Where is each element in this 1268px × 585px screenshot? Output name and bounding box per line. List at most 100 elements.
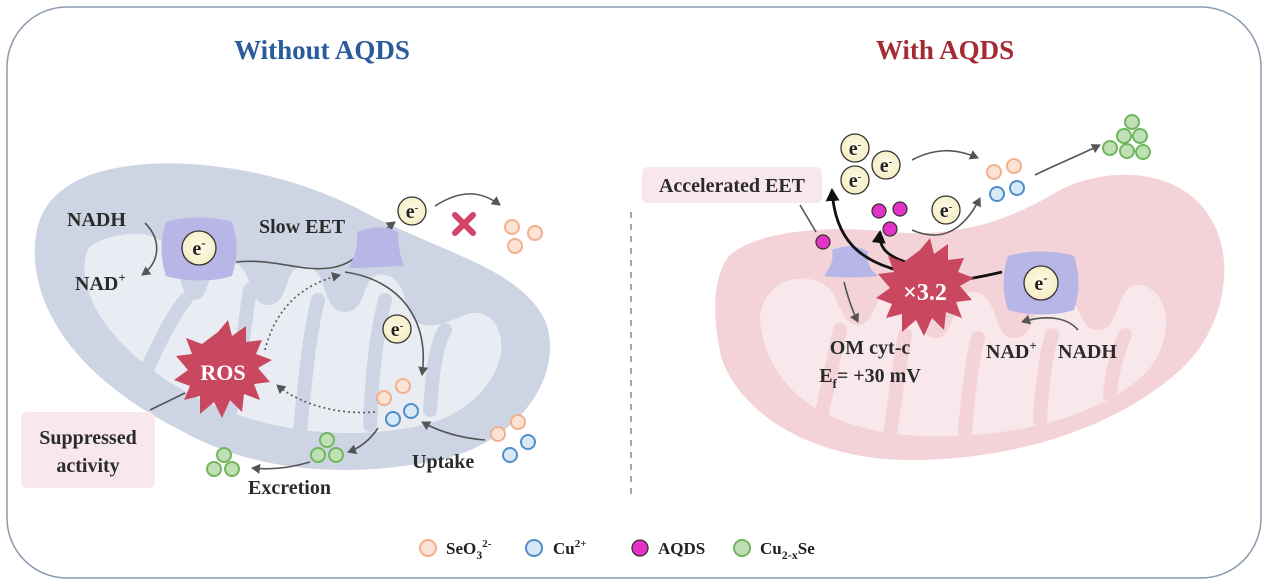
cu2x-se-particle [1135, 144, 1151, 160]
left-panel-title: Without AQDS [234, 35, 410, 65]
electron-icon [931, 195, 961, 225]
right-protein-complex: e- [1003, 251, 1079, 315]
accelerated-eet-label: Accelerated EET [659, 175, 806, 197]
aqds-molecule [815, 234, 831, 250]
acceleration-factor-icon: ×3.2 [876, 238, 974, 336]
cu2x-se-particle [319, 432, 335, 448]
inner-arrow-down [344, 271, 429, 376]
right-arrow-top [911, 149, 979, 161]
ros-label: ROS [200, 360, 245, 385]
seo3-ion [510, 414, 526, 430]
right-cristae [813, 323, 1132, 442]
bold-arrow-up [825, 188, 906, 274]
accelerated-pointer [799, 204, 817, 233]
cu2x-se-particle [1132, 128, 1148, 144]
right-protein-electron-label: e- [1034, 270, 1047, 295]
legend-cu-label: Cu2+ [553, 538, 587, 558]
cu2x-se-particle [1102, 140, 1118, 156]
ros-dotted-up [264, 272, 341, 351]
cu2x-se-particle [310, 447, 326, 463]
slow-eet-label: Slow EET [259, 216, 346, 238]
cu-ion [385, 411, 401, 427]
ef-label: Ef= +30 mV [819, 365, 921, 391]
om-cyt-pointer [843, 281, 859, 323]
left-inner-electron-label: e- [391, 319, 404, 341]
seo3-ion [504, 219, 520, 235]
uptake-label: Uptake [412, 451, 474, 473]
cu-ion [502, 447, 518, 463]
ros-dotted-in [276, 384, 376, 414]
cu2x-se-particle [206, 461, 222, 477]
legend: SeO32- Cu2+ AQDS Cu2-xSe [419, 538, 815, 562]
seo3-ion [395, 378, 411, 394]
electron-icon [181, 230, 217, 266]
right-electron-label-2: e- [880, 155, 893, 177]
cu2x-se-particle [224, 461, 240, 477]
cu2x-se-particle [1119, 143, 1135, 159]
cu2x-se-particle [1116, 128, 1132, 144]
cu-ion [1009, 180, 1025, 196]
cu2x-se-particle [1124, 114, 1140, 130]
factor-splat [876, 238, 974, 336]
right-nadh-arrow [1021, 314, 1079, 331]
right-electron-label-3: e- [849, 170, 862, 192]
seo3-ion [376, 390, 392, 406]
excretion-label: Excretion [248, 477, 331, 499]
uptake-arrow [421, 421, 486, 441]
right-electron-label-4: e- [940, 200, 953, 222]
right-panel-title: With AQDS [876, 35, 1014, 65]
cu-ion [989, 186, 1005, 202]
seo3-ion [527, 225, 543, 241]
left-outside-electron-label: e- [406, 201, 419, 223]
right-nadh-label: NADH [1058, 341, 1117, 363]
suppressed-activity-box [21, 412, 155, 488]
accelerated-eet-box [642, 167, 822, 203]
cu2x-se-particle [216, 447, 232, 463]
left-nadh-arrow [141, 222, 158, 276]
left-nadh-label: NADH [67, 209, 126, 231]
aqds-molecule [892, 201, 908, 217]
right-nad-plus-label: NAD+ [986, 338, 1037, 363]
cu-ion [520, 434, 536, 450]
seo3-ion [507, 238, 523, 254]
om-cyt-label: OM cyt-c [830, 337, 911, 359]
factor-label: ×3.2 [903, 280, 947, 306]
left-top-arrow [434, 193, 501, 207]
legend-cu2x-label: Cu2-xSe [760, 539, 815, 562]
left-protein-electron-label: e- [192, 235, 205, 260]
excretion-arrow [251, 461, 311, 474]
aqds-molecule [871, 203, 887, 219]
electron-icon [382, 314, 412, 344]
right-arrow-mid [911, 197, 981, 236]
legend-aqds-label: AQDS [658, 539, 705, 558]
aqds-molecule [882, 221, 898, 237]
ros-splat [174, 320, 272, 418]
legend-cu-swatch [525, 539, 543, 557]
right-outer-protein [824, 246, 878, 278]
suppressed-line1: Suppressed [39, 427, 136, 449]
right-mitochondrion [715, 174, 1225, 461]
right-electron-label-1: e- [849, 138, 862, 160]
right-arrow-product [1034, 144, 1101, 176]
suppressed-line2: activity [56, 455, 119, 477]
legend-aqds-swatch [631, 539, 649, 557]
ros-icon: ROS [174, 320, 272, 418]
seo3-ion [490, 426, 506, 442]
right-mito-inner [760, 278, 1167, 437]
cu-ion [403, 403, 419, 419]
legend-seo3-label: SeO32- [446, 538, 492, 562]
legend-seo3-swatch [419, 539, 437, 557]
left-outer-protein [348, 227, 404, 268]
excretion-arrow-out [347, 427, 379, 455]
ros-pointer-line [149, 392, 186, 411]
left-protein-complex: e- [161, 217, 237, 281]
seo3-ion [1006, 158, 1022, 174]
electron-icon [1023, 265, 1059, 301]
electron-icon [840, 133, 870, 163]
electron-icon [397, 196, 427, 226]
left-nad-plus-label: NAD+ [75, 270, 126, 295]
legend-cu2x-swatch [733, 539, 751, 557]
cross-icon [452, 212, 476, 236]
seo3-ion [986, 164, 1002, 180]
